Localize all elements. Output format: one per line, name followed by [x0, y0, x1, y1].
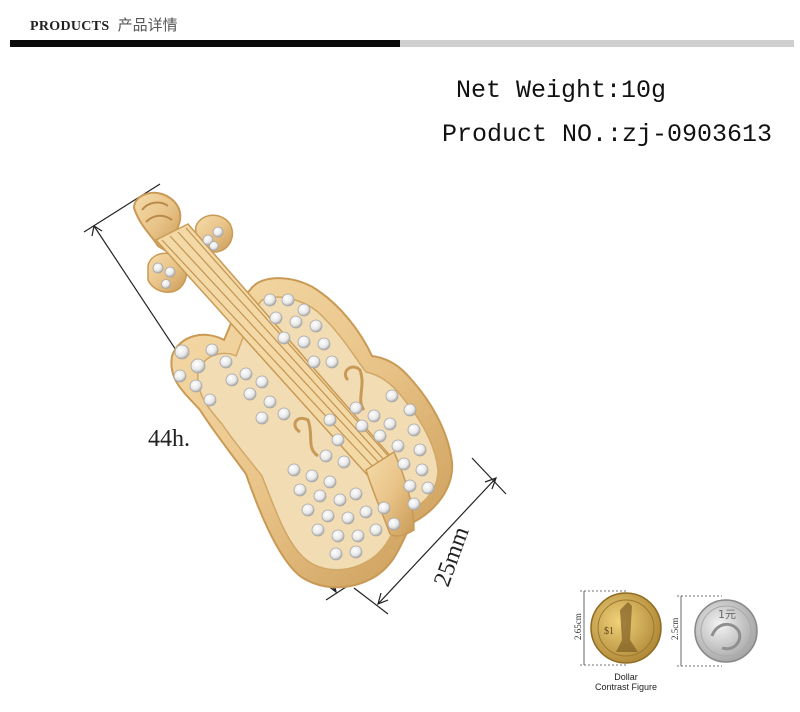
yuan-size-label: 2.5cm [670, 618, 680, 640]
violin-strings [161, 227, 391, 471]
dollar-coin-dimension [580, 590, 628, 666]
section-title: PRODUCTS 产品详情 [30, 14, 178, 35]
coin-caption-line1: Dollar [614, 672, 638, 682]
net-weight-text: Net Weight:10g [456, 76, 667, 105]
dollar-size-label: 2.65cm [573, 613, 583, 640]
yuan-face-text: 1元 [718, 608, 736, 621]
dollar-face-text: $1 [604, 626, 614, 637]
violin-brooch-image [132, 191, 454, 589]
rhinestones [152, 226, 435, 561]
section-title-en: PRODUCTS [30, 19, 110, 34]
header-bar-light [400, 40, 794, 47]
coin-caption: Dollar Contrast Figure [586, 672, 666, 692]
yuan-coin [694, 599, 758, 663]
violin-tailpiece [365, 450, 415, 537]
page-header: PRODUCTS 产品详情 [0, 0, 800, 48]
yuan-coin-dimension [677, 595, 722, 667]
coin-comparison: 2.65cm $1 2.5cm 1元 [573, 590, 758, 667]
coin-caption-line2: Contrast Figure [594, 682, 658, 692]
length-label: 44h. [148, 426, 190, 452]
section-title-cn: 产品详情 [117, 16, 178, 34]
product-number-text: Product NO.:zj-0903613 [442, 120, 773, 149]
width-label: 25mm [429, 523, 475, 590]
width-dimension-line [353, 457, 507, 615]
header-bar-dark [10, 40, 400, 47]
